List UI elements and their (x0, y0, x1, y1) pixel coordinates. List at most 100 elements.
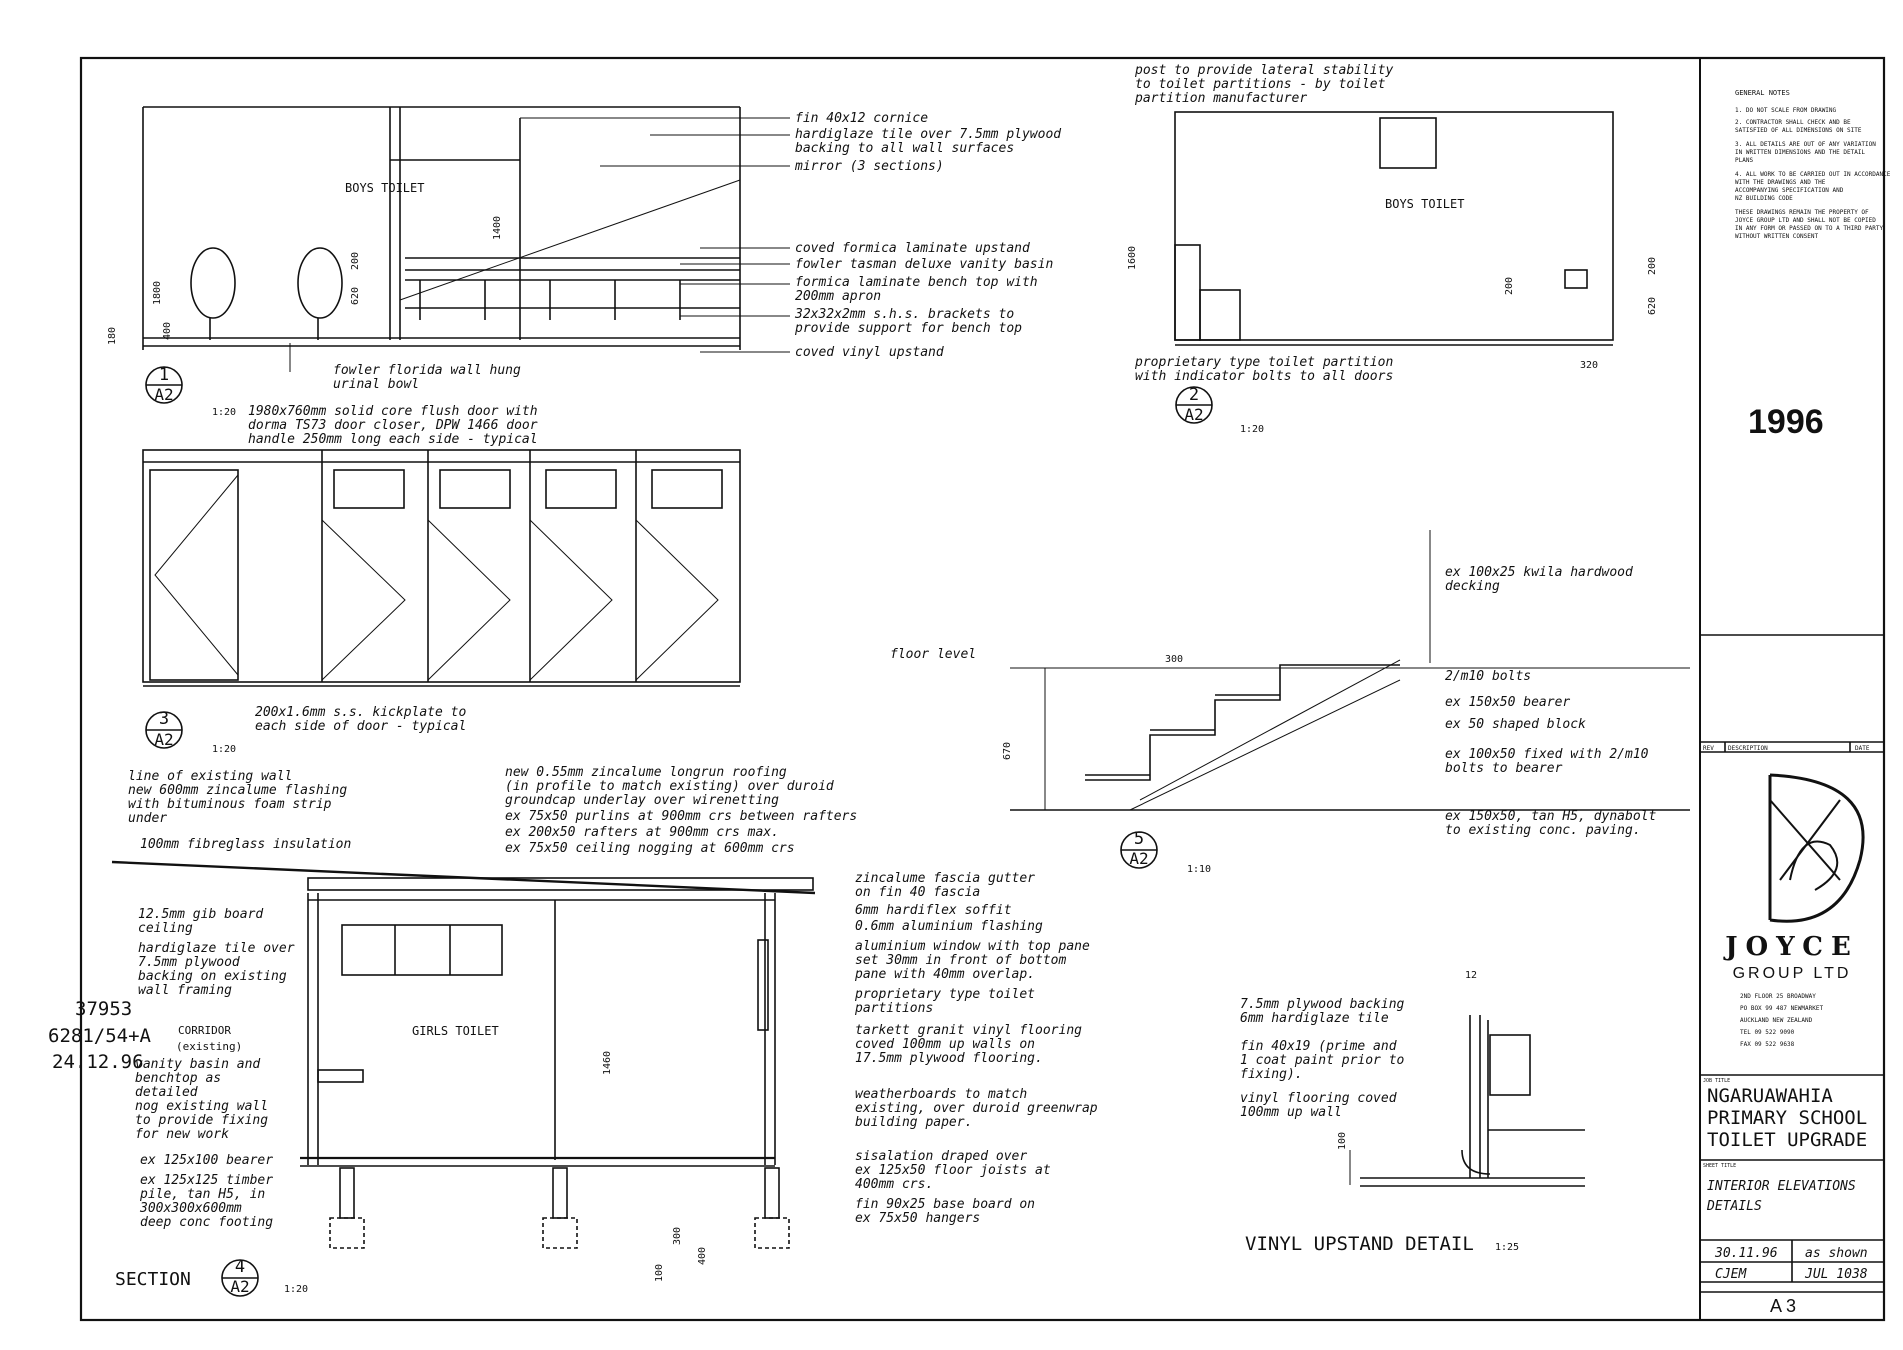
note: ex 50 shaped block (1445, 717, 1586, 732)
vinyl-scale: 1:25 (1495, 1242, 1519, 1253)
dim-d4-300: 300 (672, 1227, 683, 1245)
note: set 30mm in front of bottom (855, 953, 1066, 968)
note: with indicator bolts to all doors (1135, 369, 1393, 384)
vinyl-title: VINYL UPSTAND DETAIL (1245, 1233, 1474, 1255)
note: 200mm apron (795, 289, 881, 304)
job-title-line: NGARUAWAHIA (1707, 1085, 1833, 1107)
note: weatherboards to match (855, 1087, 1027, 1102)
note: building paper. (855, 1115, 972, 1130)
dim-d1-620: 620 (350, 287, 361, 305)
note: 6mm hardiflex soffit (855, 903, 1012, 918)
note: wall framing (138, 983, 232, 998)
vinyl-notes: 7.5mm plywood backing 6mm hardiglaze til… (1240, 997, 1405, 1120)
dim-d1-200: 200 (350, 252, 361, 270)
note: aluminium window with top pane (855, 939, 1090, 954)
note: fowler florida wall hung (333, 363, 521, 378)
note: 400mm crs. (855, 1177, 933, 1192)
note: fowler tasman deluxe vanity basin (795, 257, 1053, 272)
note: groundcap underlay over wirenetting (505, 793, 779, 808)
note: ex 75x50 ceiling nogging at 600mm crs (505, 841, 795, 856)
note: to toilet partitions - by toilet (1135, 77, 1386, 92)
note: ceiling (138, 921, 193, 936)
general-note: WITHOUT WRITTEN CONSENT (1735, 233, 1818, 240)
detail-2-linework (1174, 111, 1614, 424)
note: fin 40x12 cornice (795, 111, 928, 126)
detail-5-notes: ex 100x25 kwila hardwood decking floor l… (890, 565, 1656, 838)
note: proprietary type toilet (854, 987, 1035, 1002)
sheet-label: SHEET TITLE (1703, 1163, 1736, 1169)
note: handle 250mm long each side - typical (248, 432, 538, 447)
note: floor level (890, 647, 976, 662)
note: backing on existing (138, 969, 287, 984)
dim-d2-620: 620 (1647, 297, 1658, 315)
note: 7.5mm plywood backing (1240, 997, 1405, 1012)
ref-note: 6281/54+A (48, 1025, 152, 1047)
detail-1-sheet: A2 (154, 385, 173, 404)
dim-d1-180: 180 (107, 327, 118, 345)
general-note: ACCOMPANYING SPECIFICATION AND (1735, 187, 1844, 194)
general-note: SATISFIED OF ALL DIMENSIONS ON SITE (1735, 127, 1862, 134)
general-note: PLANS (1735, 157, 1753, 164)
note: 300x300x600mm (139, 1201, 242, 1216)
general-note: JOYCE GROUP LTD AND SHALL NOT BE COPIED (1735, 217, 1876, 224)
general-note: THESE DRAWINGS REMAIN THE PROPERTY OF (1735, 209, 1869, 216)
dim-vinyl-12: 12 (1465, 970, 1477, 981)
note: to existing conc. paving. (1445, 823, 1641, 838)
dim-d1-400: 400 (162, 322, 173, 340)
note: mirror (3 sections) (794, 159, 944, 174)
detail-1-scale: 1:20 (212, 407, 236, 418)
address-line: 2ND FLOOR 25 BROADWAY (1740, 993, 1816, 1000)
note: (in profile to match existing) over duro… (505, 779, 834, 794)
address-line: TEL 09 522 9090 (1740, 1029, 1795, 1036)
note: existing, over duroid greenwrap (855, 1101, 1098, 1116)
detail-2-notes: post to provide lateral stability to toi… (1134, 63, 1393, 384)
note: 100mm fibreglass insulation (140, 837, 351, 852)
detail-4-notes-left: line of existing wall new 600mm zincalum… (128, 769, 351, 1230)
note: 12.5mm gib board (138, 907, 263, 922)
reference-notes: 37953 6281/54+A 24.12.96 (48, 998, 152, 1073)
detail-4-sheet: A2 (230, 1277, 249, 1296)
detail-4-corridor: CORRIDOR (178, 1024, 231, 1037)
general-note: 1. DO NOT SCALE FROM DRAWING (1735, 107, 1837, 114)
note: coved formica laminate upstand (795, 241, 1030, 256)
note: new 0.55mm zincalume longrun roofing (505, 765, 787, 780)
note: ex 200x50 rafters at 900mm crs max. (505, 825, 779, 840)
rev-header: REV (1703, 745, 1714, 752)
note: with bituminous foam strip (128, 797, 332, 812)
note: each side of door - typical (255, 719, 466, 734)
tb-drawn: CJEM (1715, 1267, 1747, 1282)
note: 0.6mm aluminium flashing (855, 919, 1043, 934)
company-name: JOYCE (1723, 932, 1859, 962)
detail-5-sheet: A2 (1129, 849, 1148, 868)
note: to provide fixing (135, 1113, 268, 1128)
job-label: JOB TITLE (1703, 1078, 1730, 1084)
detail-4-existing: (existing) (176, 1040, 242, 1053)
company-sub: GROUP LTD (1733, 965, 1852, 982)
note: hardiglaze tile over (138, 941, 295, 956)
detail-1-leaders (289, 117, 790, 372)
sheet-border (79, 56, 1886, 1322)
note: detailed (135, 1085, 198, 1100)
detail-3-linework (142, 449, 741, 749)
dim-vinyl-100: 100 (1337, 1132, 1348, 1150)
detail-3-sheet: A2 (154, 730, 173, 749)
job-title-line: TOILET UPGRADE (1707, 1129, 1867, 1151)
detail-1-room: BOYS TOILET (345, 181, 424, 195)
revision-headers: REV DESCRIPTION DATE (1703, 745, 1870, 752)
general-note: WITH THE DRAWINGS AND THE (1735, 179, 1826, 186)
note: ex 75x50 hangers (855, 1211, 980, 1226)
dim-d2-320: 320 (1580, 360, 1598, 371)
sheet-title-line: DETAILS (1706, 1199, 1762, 1214)
detail-1-number: 1 (159, 365, 169, 385)
note: ex 125x125 timber (140, 1173, 273, 1188)
tb-date: 30.11.96 (1714, 1246, 1778, 1261)
address-line: AUCKLAND NEW ZEALAND (1740, 1017, 1813, 1024)
note: nog existing wall (135, 1099, 268, 1114)
note: hardiglaze tile over 7.5mm plywood (795, 127, 1061, 142)
note: ex 125x50 floor joists at (855, 1163, 1051, 1178)
note: 6mm hardiglaze tile (1240, 1011, 1389, 1026)
detail-2-sheet: A2 (1184, 405, 1203, 424)
rev-header: DESCRIPTION (1728, 745, 1768, 752)
ref-note: 37953 (75, 998, 132, 1020)
